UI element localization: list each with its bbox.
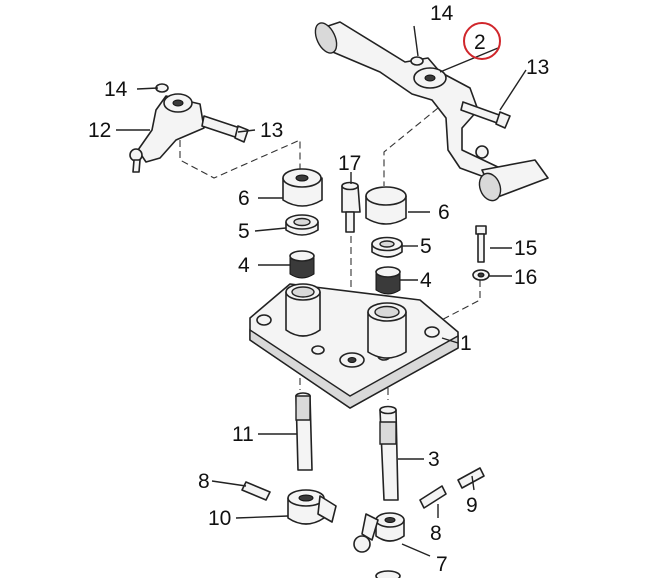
callout-17: 17 [338,152,361,175]
callout-14: 14 [430,2,454,25]
callout-13: 13 [526,56,549,79]
shaft-part-3 [379,405,399,501]
callout-13: 13 [260,119,283,142]
callout-4: 4 [420,269,432,292]
callout-11: 11 [232,423,254,446]
callout-6: 6 [438,201,450,224]
base-plate-part [249,283,459,409]
callout-6: 6 [238,187,250,210]
bolt-part-15 [472,225,490,281]
right-bearing-stack [365,186,407,295]
callout-9: 9 [466,494,478,517]
callout-8: 8 [198,470,210,493]
callout-14: 14 [104,78,128,101]
sleeve-part-10 [241,481,337,525]
callout-4: 4 [238,254,250,277]
callout-12: 12 [88,119,111,142]
callout-10: 10 [208,507,231,530]
leader-lines [116,25,527,557]
highlight-circle [463,22,501,60]
assembly-line [179,139,301,179]
left-bearing-stack [282,168,323,279]
pin-part-17 [341,181,361,233]
assembly-line [429,280,481,327]
assembly-line [383,107,439,186]
shaft-part-11 [295,392,313,471]
lever-collar-part-7 [353,467,485,578]
cross-lever-part [129,83,249,173]
callout-16: 16 [514,266,537,289]
callout-8: 8 [430,522,442,545]
callout-5: 5 [238,220,250,243]
callout-1: 1 [460,332,472,355]
callout-3: 3 [428,448,440,471]
callout-15: 15 [514,237,537,260]
callout-7: 7 [436,553,448,576]
callout-5: 5 [420,235,432,258]
callout-2: 2 [474,31,486,54]
callout-labels: 14 12 13 14 2 13 17 6 5 4 6 5 4 15 16 1 … [88,2,549,576]
shift-lever-part [314,21,549,202]
